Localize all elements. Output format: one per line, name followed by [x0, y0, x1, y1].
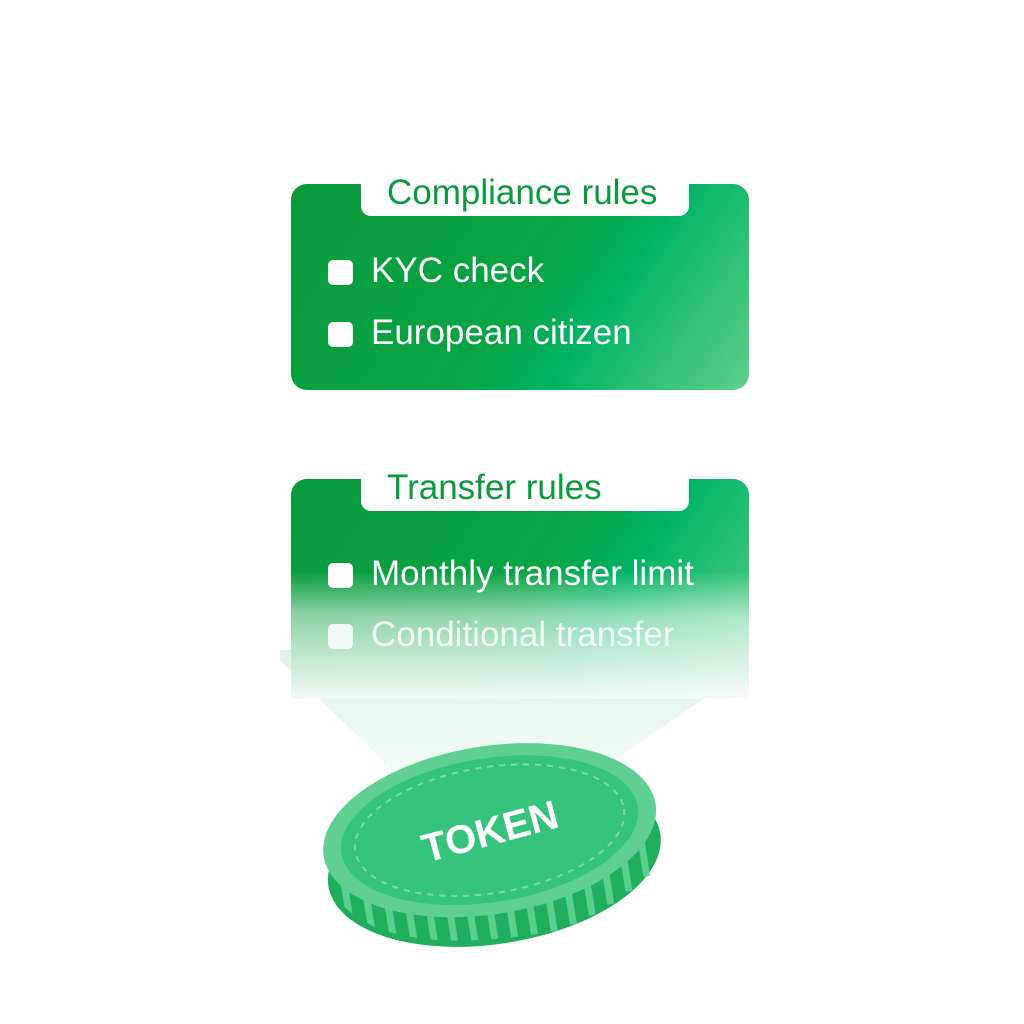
compliance-rules-title: Compliance rules — [361, 170, 689, 216]
rule-european-citizen[interactable]: European citizen — [328, 313, 632, 353]
rule-label: Monthly transfer limit — [371, 554, 694, 593]
checkbox-icon[interactable] — [328, 260, 353, 285]
checkbox-icon[interactable] — [328, 563, 353, 588]
checkbox-icon[interactable] — [328, 322, 353, 347]
rule-monthly-transfer-limit[interactable]: Monthly transfer limit — [328, 554, 694, 594]
transfer-rules-title: Transfer rules — [361, 465, 689, 511]
rule-label: European citizen — [371, 313, 632, 352]
rule-kyc-check[interactable]: KYC check — [328, 251, 544, 291]
rule-conditional-transfer[interactable]: Conditional transfer — [328, 615, 675, 655]
compliance-rules-card — [291, 184, 749, 390]
rule-label: Conditional transfer — [371, 615, 675, 654]
checkbox-icon[interactable] — [328, 624, 353, 649]
transfer-rules-card — [291, 479, 749, 699]
rule-label: KYC check — [371, 251, 545, 290]
